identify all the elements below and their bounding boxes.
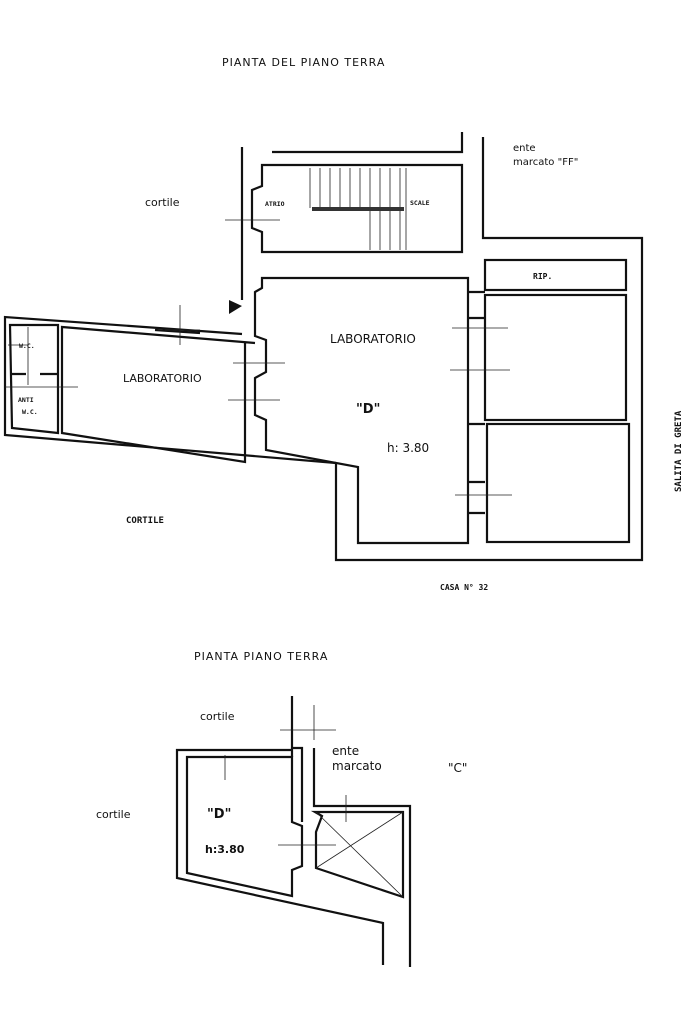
upper-walls xyxy=(3,132,644,562)
label-atrio: ATRIO xyxy=(265,200,285,208)
label-marcato-ff: marcato "FF" xyxy=(513,157,578,168)
stair-block xyxy=(250,163,464,254)
label-casa-32: CASA N° 32 xyxy=(440,583,488,592)
lower-plan-title: PIANTA PIANO TERRA xyxy=(194,650,328,663)
stair-treads xyxy=(309,168,407,250)
label-cortile-top: cortile xyxy=(145,196,180,209)
label-unit-c: "C" xyxy=(448,761,467,775)
label-rip: RIP. xyxy=(533,272,552,281)
label-height: h: 3.80 xyxy=(387,441,429,455)
upper-plan-title: PIANTA DEL PIANO TERRA xyxy=(222,56,385,69)
label-cortile-bottom: CORTILE xyxy=(126,516,164,526)
label-ente-lower: ente xyxy=(332,744,359,758)
right-room-1 xyxy=(483,293,628,422)
label-marcato-lower: marcato xyxy=(332,759,382,773)
label-unit-d-lower: "D" xyxy=(207,807,231,822)
lower-walls xyxy=(175,696,412,967)
label-wc: W.C. xyxy=(19,342,35,350)
entrance-arrow-icon xyxy=(229,300,242,314)
label-ente: ente xyxy=(513,143,536,154)
label-cortile-top-lower: cortile xyxy=(200,710,235,723)
label-anti: ANTI xyxy=(18,396,34,404)
label-anti-wc: W.C. xyxy=(22,408,38,416)
label-cortile-left-lower: cortile xyxy=(96,808,131,821)
upper-plan: PIANTA DEL PIANO TERRA xyxy=(3,56,683,592)
lower-plan: PIANTA PIANO TERRA cortile cortile ente … xyxy=(96,650,467,967)
label-salita-di-greta: SALITA DI GRETA xyxy=(674,410,683,492)
right-room-2 xyxy=(485,422,631,544)
label-unit-d: "D" xyxy=(356,402,380,417)
main-laboratorio-walls xyxy=(253,276,470,545)
left-laboratorio-walls xyxy=(60,325,256,464)
label-height-lower: h:3.80 xyxy=(205,843,245,856)
label-laboratorio-left: LABORATORIO xyxy=(123,372,202,385)
rip-room xyxy=(483,258,628,292)
label-laboratorio-main: LABORATORIO xyxy=(330,332,416,346)
label-scale: SCALE xyxy=(410,199,430,207)
